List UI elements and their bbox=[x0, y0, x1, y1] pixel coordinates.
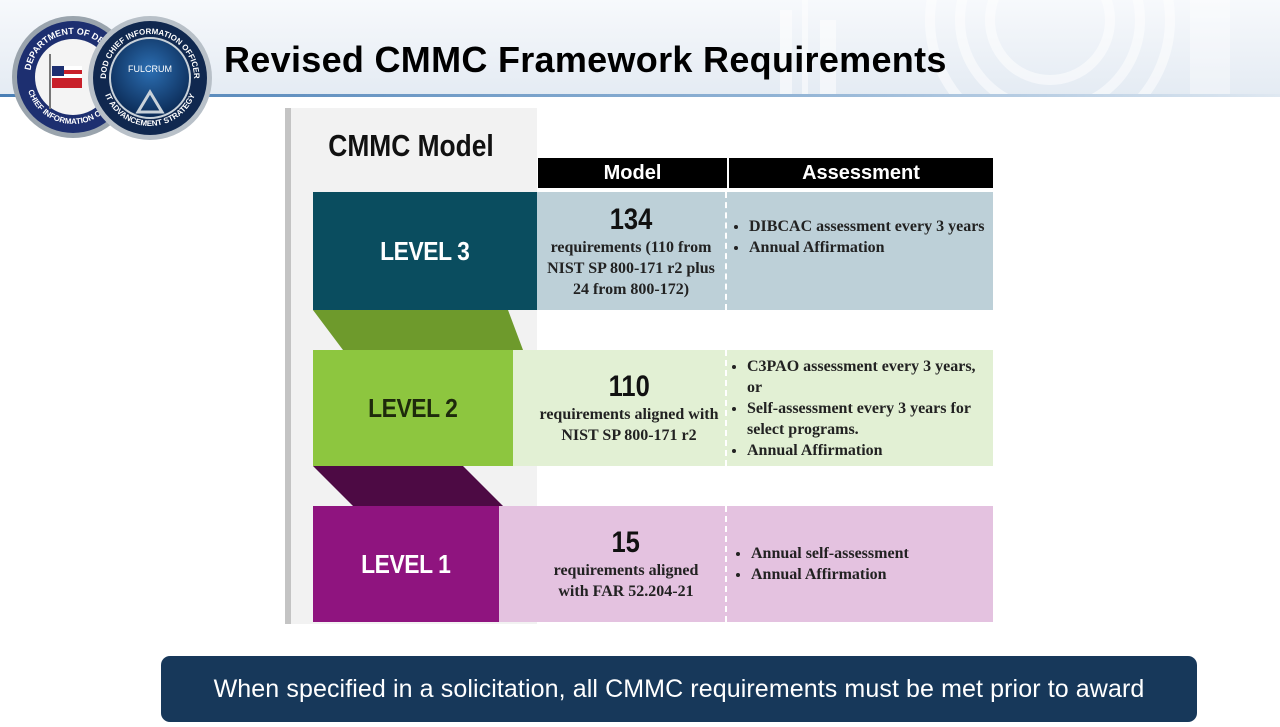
level-3-model-cell: 134 requirements (110 from NIST SP 800-1… bbox=[537, 192, 727, 310]
level-2-assessment-list: C3PAO assessment every 3 years, or Self-… bbox=[727, 356, 993, 461]
fulcrum-seal: FULCRUM DOD CHIEF INFORMATION OFFICER IT… bbox=[88, 16, 212, 140]
cmmc-model-graphic: CMMC Model Model Assessment LEVEL 3 134 … bbox=[285, 108, 995, 624]
level-1-requirement-count: 15 bbox=[611, 526, 641, 559]
level-1-model-text: requirements aligned with FAR 52.204-21 bbox=[553, 562, 699, 600]
level-2-label-box: LEVEL 2 bbox=[313, 350, 513, 466]
level-1-assessment-item: Annual Affirmation bbox=[751, 564, 909, 585]
assessment-column-header: Assessment bbox=[729, 158, 993, 188]
level-2-assessment-cell: C3PAO assessment every 3 years, or Self-… bbox=[727, 350, 993, 466]
level-1-row: LEVEL 1 15 requirements aligned with FAR… bbox=[313, 506, 995, 622]
banner-text: When specified in a solicitation, all CM… bbox=[213, 674, 1145, 703]
level-2-assessment-item: C3PAO assessment every 3 years, or bbox=[747, 356, 985, 398]
level-1-assessment-item: Annual self-assessment bbox=[751, 543, 909, 564]
level-3-assessment-item: Annual Affirmation bbox=[749, 237, 985, 258]
level-3-requirement-count: 134 bbox=[609, 202, 653, 236]
level-1-assessment-list: Annual self-assessment Annual Affirmatio… bbox=[727, 543, 909, 585]
level-3-assessment-cell: DIBCAC assessment every 3 years Annual A… bbox=[727, 192, 993, 310]
level-3-assessment-item: DIBCAC assessment every 3 years bbox=[749, 216, 985, 237]
header-decoration bbox=[780, 0, 1230, 95]
level-2-requirement-count: 110 bbox=[608, 370, 650, 403]
award-requirement-banner: When specified in a solicitation, all CM… bbox=[161, 656, 1197, 722]
level-3-model-text: requirements (110 from NIST SP 800-171 r… bbox=[547, 238, 715, 298]
level-2-1-connector bbox=[313, 466, 503, 506]
level-3-label-box: LEVEL 3 bbox=[313, 192, 537, 310]
level-3-label: LEVEL 3 bbox=[380, 235, 470, 266]
level-2-model-cell: 110 requirements aligned with NIST SP 80… bbox=[513, 350, 727, 466]
level-1-label-box: LEVEL 1 bbox=[313, 506, 499, 622]
level-2-label: LEVEL 2 bbox=[368, 392, 458, 423]
level-2-assessment-item: Annual Affirmation bbox=[747, 440, 985, 461]
level-2-assessment-item: Self-assessment every 3 years for select… bbox=[747, 398, 985, 440]
level-3-assessment-list: DIBCAC assessment every 3 years Annual A… bbox=[727, 216, 985, 258]
level-3-2-connector bbox=[313, 310, 523, 350]
model-column-header: Model bbox=[538, 158, 727, 188]
slide-title: Revised CMMC Framework Requirements bbox=[224, 39, 947, 80]
cmmc-model-title: CMMC Model bbox=[328, 128, 494, 163]
level-2-row: LEVEL 2 110 requirements aligned with NI… bbox=[313, 350, 995, 466]
header-rule bbox=[0, 94, 1280, 97]
slide-header bbox=[0, 0, 1280, 97]
level-2-model-text: requirements aligned with NIST SP 800-17… bbox=[539, 406, 719, 444]
level-1-assessment-cell: Annual self-assessment Annual Affirmatio… bbox=[727, 506, 993, 622]
level-1-model-cell: 15 requirements aligned with FAR 52.204-… bbox=[499, 506, 727, 622]
fulcrum-seal-center-text: FULCRUM bbox=[128, 64, 172, 74]
level-1-label: LEVEL 1 bbox=[361, 548, 451, 579]
level-3-row: LEVEL 3 134 requirements (110 from NIST … bbox=[313, 192, 995, 310]
